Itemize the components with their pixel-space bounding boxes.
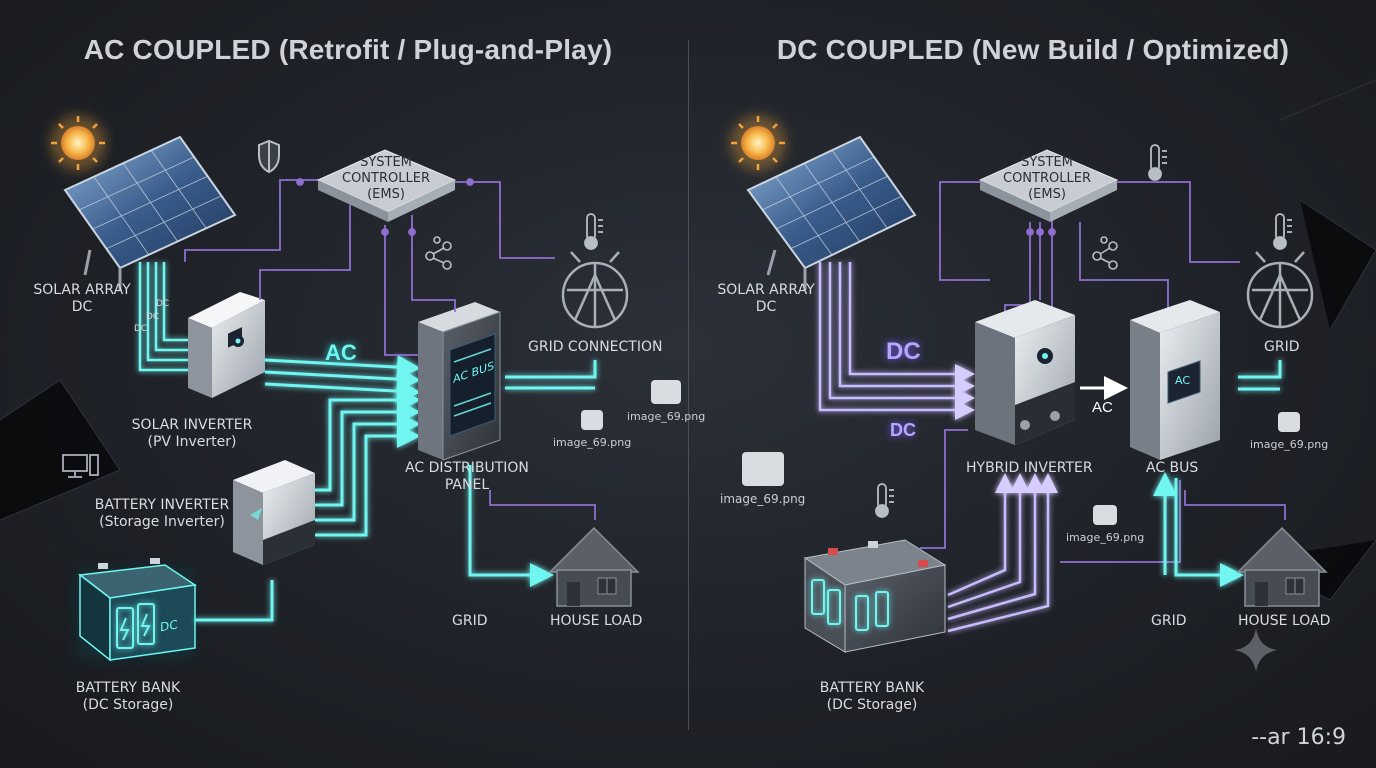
- ac-bus-screen-label: AC: [1175, 374, 1191, 387]
- panel-output-wires: [468, 360, 597, 587]
- image-placeholder-right-2: image_69.png: [1066, 505, 1144, 544]
- battery-inverter-box: [233, 460, 315, 565]
- solar-inverter-label: SOLAR INVERTER (PV Inverter): [131, 417, 253, 450]
- ac-distribution-panel-label: AC DISTRIBUTION PANEL: [405, 460, 529, 493]
- ac-bus-box: [1130, 300, 1220, 460]
- house-icon-left: [548, 526, 640, 607]
- solar-panel-left: [63, 135, 237, 290]
- battery-dc-wire-left: [195, 580, 274, 622]
- shield-icon: [258, 139, 280, 174]
- dc-wire-label-3: DC: [134, 324, 148, 334]
- grid-connection-label: GRID CONNECTION: [528, 339, 663, 355]
- image-icon: [651, 380, 682, 404]
- image-icon: [581, 410, 604, 430]
- dc-wire-label-1: DC: [156, 299, 170, 309]
- solar-array-right-label: SOLAR ARRAY DC: [717, 282, 815, 315]
- section-divider: [688, 40, 689, 730]
- ac-distribution-panel-box: [418, 302, 501, 461]
- hybrid-inverter-box: [975, 300, 1075, 445]
- battery-tag-left: DC: [160, 617, 178, 635]
- battery-inverter-label: BATTERY INVERTER (Storage Inverter): [94, 497, 230, 530]
- battery-bank-right-label: BATTERY BANK (DC Storage): [819, 680, 925, 713]
- solar-panel-right: [746, 135, 917, 290]
- house-load-label-left: HOUSE LOAD: [550, 613, 643, 629]
- thermometer-icon: [584, 213, 603, 250]
- system-controller-left-box: [316, 149, 457, 222]
- control-lines-left: [184, 178, 596, 520]
- grid-label-right: GRID: [1151, 613, 1187, 629]
- thermometer-icon-battery: [875, 483, 894, 518]
- thermometer-icon-right: [1148, 144, 1167, 181]
- computer-icon: [62, 454, 99, 478]
- network-icon-right: [1092, 236, 1118, 270]
- image-icon: [1278, 412, 1301, 432]
- sun-icon: [50, 115, 106, 171]
- image-icon: [741, 452, 784, 486]
- system-controller-left-label: SYSTEM CONTROLLER (EMS): [342, 155, 430, 202]
- ac-flow-label-left: AC: [325, 340, 357, 365]
- ac-arrow-label: AC: [1092, 399, 1113, 416]
- image-placeholder-left-2: image_69.png: [627, 380, 705, 423]
- grid-tower-icon-right: [1246, 251, 1314, 329]
- aspect-ratio-note: --ar 16:9: [1251, 725, 1346, 750]
- grid-tower-icon: [561, 251, 629, 329]
- grid-label-left: GRID: [452, 613, 488, 629]
- ac-bus-output-wires: [1153, 360, 1282, 587]
- dc-wire-label-2: DC: [146, 312, 160, 322]
- image-placeholder-right-3: image_69.png: [1250, 412, 1328, 451]
- grid-label-right-top: GRID: [1264, 339, 1300, 355]
- solar-inverter-box: [188, 292, 265, 398]
- ac-bus-label: AC BUS: [1146, 460, 1199, 476]
- system-controller-right-label: SYSTEM CONTROLLER (EMS): [1003, 155, 1091, 202]
- right-title: DC COUPLED (New Build / Optimized): [776, 34, 1290, 65]
- solar-array-left-label: SOLAR ARRAY DC: [33, 282, 131, 315]
- battery-bank-left-label: BATTERY BANK (DC Storage): [75, 680, 181, 713]
- image-placeholder-left-1: image_69.png: [553, 410, 631, 449]
- battery-dc-wires-right: [947, 473, 1058, 633]
- thermometer-icon-grid: [1273, 213, 1292, 250]
- image-placeholder-right-1: image_69.png: [720, 452, 805, 506]
- hybrid-inverter-label: HYBRID INVERTER: [966, 460, 1093, 476]
- house-load-label-right: HOUSE LOAD: [1238, 613, 1331, 629]
- battery-bank-left: [76, 558, 198, 662]
- control-lines-right: [920, 181, 1286, 563]
- system-controller-right-box: [978, 149, 1119, 222]
- house-icon-right: [1236, 526, 1328, 607]
- sparkle-icon: [1234, 628, 1278, 672]
- network-icon: [425, 236, 452, 270]
- dc-flow-label-bottom: DC: [890, 420, 916, 440]
- dc-wires-left: [138, 262, 190, 372]
- sun-icon-right: [730, 115, 786, 171]
- image-icon: [1093, 505, 1118, 525]
- ac-wires-battery: [315, 388, 421, 537]
- ac-wires-solar: [264, 355, 421, 404]
- dc-flow-label-top: DC: [886, 338, 921, 365]
- dc-wires-right: [818, 262, 975, 420]
- left-title: AC COUPLED (Retrofit / Plug-and-Play): [83, 34, 613, 65]
- battery-bank-right: [803, 539, 947, 653]
